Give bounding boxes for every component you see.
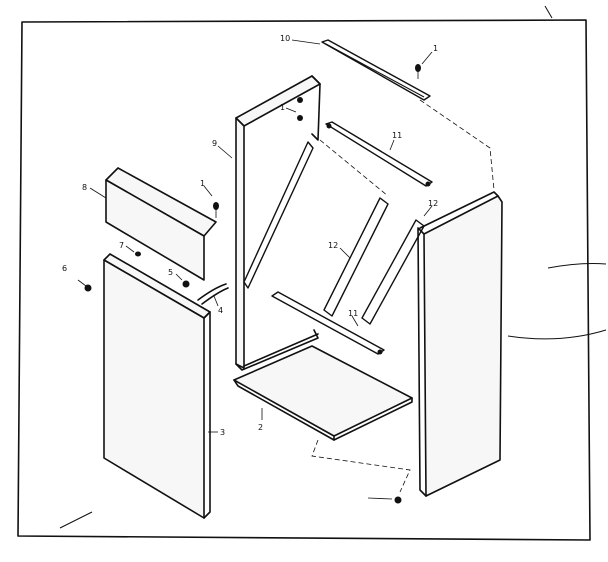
- callout-5: 5: [168, 268, 173, 277]
- screw-icon: [367, 496, 402, 504]
- assembly-line: [419, 99, 495, 191]
- callout-7: 7: [119, 241, 124, 250]
- callout-11: 11: [392, 131, 402, 140]
- callout-leader: [389, 139, 395, 151]
- clip-icon: [135, 251, 141, 257]
- callout-leader: [421, 51, 433, 65]
- callout-leader: [89, 187, 107, 199]
- callout-8: 8: [82, 183, 87, 192]
- bracket-icon: [197, 283, 229, 305]
- callout-10: 10: [280, 34, 290, 43]
- top-rear-rail: [321, 39, 431, 101]
- callout-9: 9: [212, 139, 217, 148]
- callout-1: 1: [280, 103, 285, 112]
- top-front-cover: [105, 167, 217, 281]
- edge-mark: [507, 329, 607, 340]
- screw-icon: [182, 280, 190, 288]
- screw-icon: [415, 64, 421, 79]
- callout-leader: [285, 107, 297, 113]
- callout-6: 6: [62, 264, 67, 273]
- edge-mark: [59, 511, 93, 529]
- diagonal-brace: [323, 197, 389, 317]
- callout-1: 1: [200, 179, 205, 188]
- callout-leader: [213, 295, 219, 307]
- lower-side-rail: [271, 291, 385, 355]
- callout-leader: [217, 145, 233, 159]
- screw-icon: [77, 279, 92, 292]
- callout-12: 12: [328, 241, 338, 250]
- upper-side-rail: [325, 121, 433, 187]
- callout-leader: [291, 39, 321, 45]
- right-side-panel: [417, 191, 503, 497]
- callout-2: 2: [258, 423, 263, 432]
- callout-1: 1: [433, 44, 438, 53]
- base-tray: [233, 345, 413, 441]
- callout-3: 3: [220, 428, 225, 437]
- callout-leader: [203, 185, 213, 197]
- corner-tick: [544, 5, 553, 19]
- front-door-panel: [103, 253, 211, 519]
- callout-leader: [175, 273, 183, 281]
- callout-leader: [339, 247, 351, 259]
- callout-4: 4: [218, 306, 223, 315]
- assembly-line: [319, 139, 389, 197]
- callout-leader: [351, 315, 359, 327]
- edge-mark: [547, 263, 607, 269]
- callout-leader: [125, 245, 135, 253]
- callout-12: 12: [428, 199, 438, 208]
- callout-11: 11: [348, 309, 358, 318]
- rear-frame-panel: [235, 75, 321, 371]
- assembly-line: [311, 439, 411, 493]
- screw-icon: [213, 202, 219, 218]
- border-frame: [17, 19, 591, 541]
- callout-leader: [423, 205, 433, 217]
